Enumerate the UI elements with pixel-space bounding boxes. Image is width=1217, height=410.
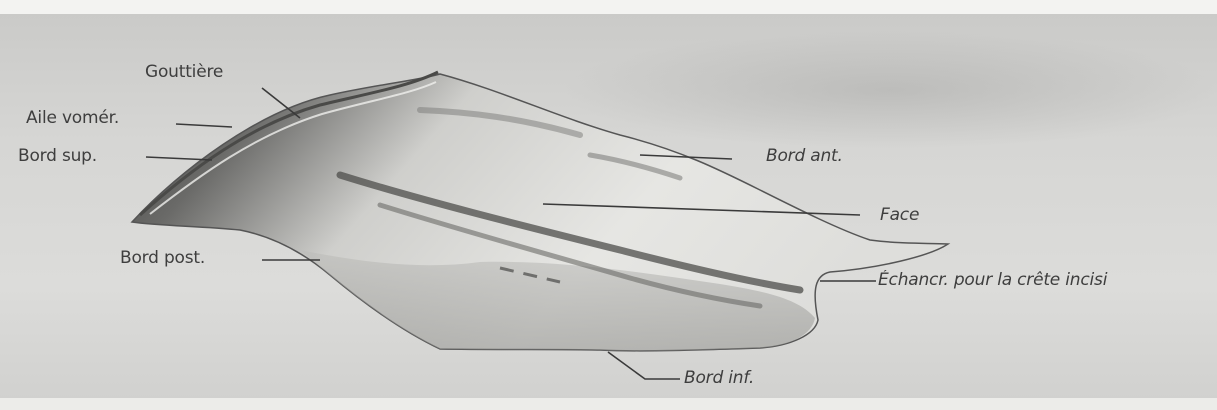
label-bord-inf: Bord inf. [684,368,754,388]
page-bottom-edge [0,398,1217,410]
leader-aile-vomer [176,124,232,127]
label-echancr: Échancr. pour la crête incisi [878,270,1217,290]
label-aile-vomer: Aile vomér. [26,108,119,128]
label-bord-sup: Bord sup. [18,146,97,166]
label-face: Face [880,205,919,225]
leader-bord-inf [608,352,680,379]
label-bord-ant: Bord ant. [766,146,843,166]
label-gouttiere: Gouttière [145,62,223,82]
label-bord-post: Bord post. [120,248,205,268]
